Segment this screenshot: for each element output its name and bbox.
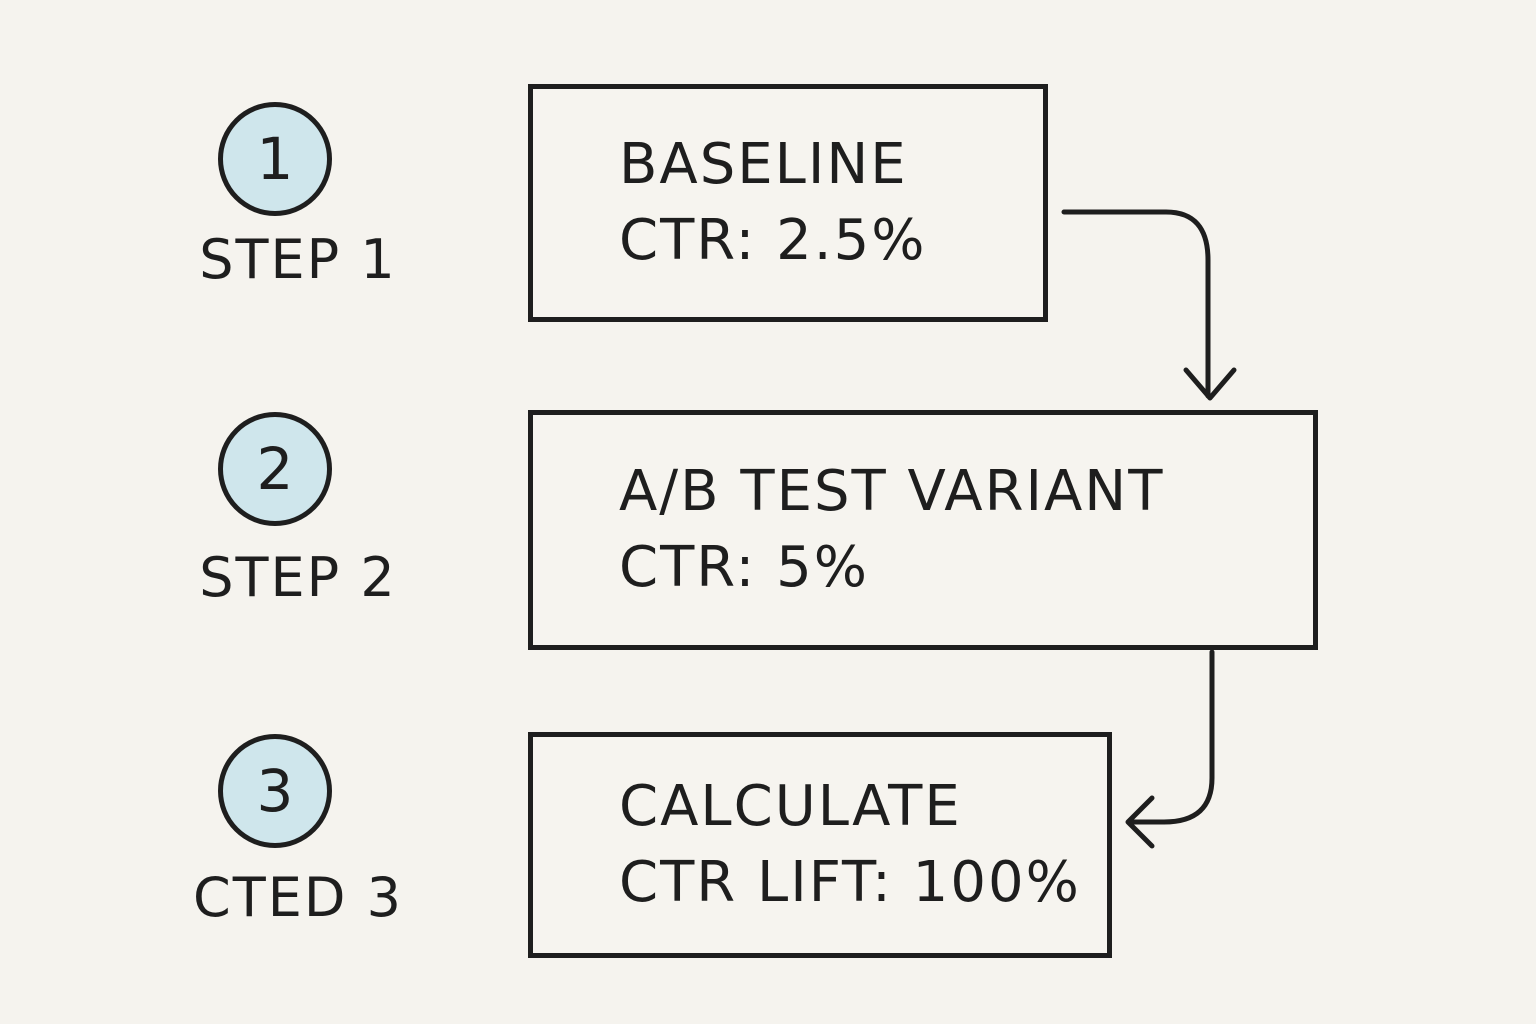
arrow-baseline-to-variant	[1061, 209, 1211, 399]
arrowhead-left	[1125, 795, 1155, 849]
step-2-label: STEP 2	[199, 546, 397, 609]
step-1-label: STEP 1	[199, 228, 397, 291]
baseline-box: BASELINE CTR: 2.5%	[528, 84, 1048, 322]
step-2-number: 2	[256, 435, 294, 503]
step-2-badge: 2	[218, 412, 332, 526]
baseline-ctr: CTR: 2.5%	[619, 208, 927, 273]
step-1-number: 1	[256, 125, 294, 193]
calculate-title: CALCULATE	[619, 774, 962, 839]
baseline-title: BASELINE	[619, 132, 908, 197]
step-1-badge: 1	[218, 102, 332, 216]
step-3-badge: 3	[218, 734, 332, 848]
calculate-lift: CTR LIFT: 100%	[619, 850, 1081, 915]
arrow-variant-to-calculate	[1129, 649, 1215, 825]
calculate-box: CALCULATE CTR LIFT: 100%	[528, 732, 1112, 958]
step-3-number: 3	[256, 757, 294, 825]
step-3-label: CTED 3	[193, 866, 403, 929]
variant-box: A/B TEST VARIANT CTR: 5%	[528, 410, 1318, 650]
variant-ctr: CTR: 5%	[619, 535, 870, 600]
variant-title: A/B TEST VARIANT	[619, 459, 1165, 524]
arrowhead-down	[1183, 367, 1237, 401]
